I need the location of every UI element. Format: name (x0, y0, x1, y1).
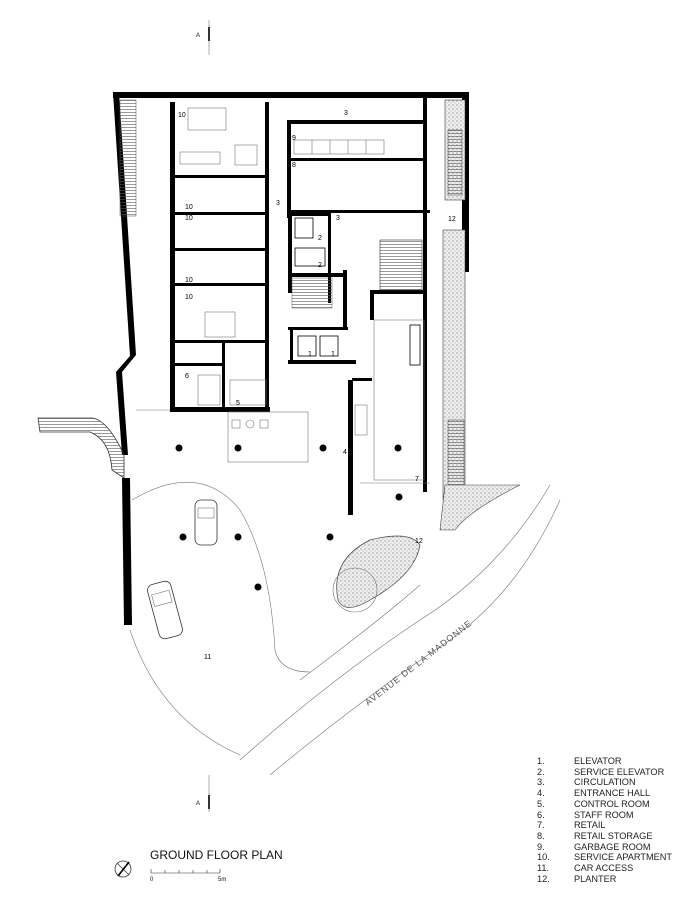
scale-bar: 0 5m (150, 869, 226, 883)
scale-start: 0 (150, 877, 154, 883)
legend-item: 5. CONTROL ROOM (537, 799, 672, 810)
legend-number: 7. (537, 820, 545, 831)
room-label: 12 (448, 216, 456, 223)
legend-label: SERVICE APARTMENT (574, 852, 673, 863)
legend-item: 4. ENTRANCE HALL (537, 788, 672, 799)
columns (175, 444, 403, 591)
legend-item: 1. ELEVATOR (537, 756, 672, 767)
scale-end: 5m (218, 877, 226, 883)
legend-label: STAFF ROOM (574, 809, 634, 820)
room-label: 2 (318, 262, 322, 269)
legend-number: 12. (537, 873, 550, 884)
planter-island (336, 535, 421, 608)
room-label: 7 (415, 476, 419, 483)
legend-number: 4. (537, 788, 545, 799)
legend-item: 7. RETAIL (537, 820, 672, 831)
legend-number: 10. (537, 852, 550, 863)
room-label: 3 (344, 110, 348, 117)
room-label: 9 (292, 135, 296, 142)
room-label: 5 (236, 400, 240, 407)
planter-corner (439, 484, 521, 531)
legend-item: 11. CAR ACCESS (537, 863, 672, 874)
interior-walls (170, 92, 430, 515)
legend-number: 5. (537, 798, 545, 809)
legend-label: ELEVATOR (574, 756, 622, 766)
legend-label: RETAIL (574, 820, 606, 831)
exterior-stair (37, 417, 125, 479)
legend-label: ENTRANCE HALL (574, 788, 651, 799)
legend-label: SERVICE ELEVATOR (574, 766, 665, 777)
legend-number: 8. (537, 830, 545, 841)
legend: 1. ELEVATOR 2. SERVICE ELEVATOR 3. CIRCULATIO… (537, 756, 672, 884)
section-marker-top: A (196, 20, 210, 55)
legend-item: 2. SERVICE ELEVATOR (537, 767, 672, 778)
legend-number: 3. (537, 777, 545, 788)
legend-item: 8. RETAIL STORAGE (537, 831, 672, 842)
car-icon (147, 580, 183, 640)
section-marker-bottom: A (196, 775, 210, 812)
room-label: 10 (185, 204, 193, 211)
room-label: 11 (204, 654, 211, 661)
room-label: 10 (185, 277, 193, 284)
svg-text:A: A (196, 801, 200, 807)
room-labels: 10 3 9 8 3 3 12 2 2 10 10 10 10 1 1 6 5 … (178, 110, 456, 661)
car-icon (194, 499, 218, 546)
room-label: 8 (292, 162, 296, 169)
legend-label: RETAIL STORAGE (574, 830, 653, 841)
legend-number: 6. (537, 809, 545, 820)
legend-item: 9. GARBAGE ROOM (537, 842, 672, 853)
room-label: 12 (415, 538, 423, 545)
room-label: 1 (331, 351, 335, 358)
svg-text:A: A (196, 33, 200, 39)
room-label: 1 (308, 351, 312, 358)
legend-number: 2. (537, 766, 545, 777)
legend-label: PLANTER (574, 873, 617, 884)
room-label: 4 (343, 449, 347, 456)
room-label: 10 (185, 215, 193, 222)
legend-number: 11. (537, 863, 550, 874)
legend-item: 3. CIRCULATION (537, 777, 672, 788)
legend-label: GARBAGE ROOM (574, 841, 651, 852)
room-label: 3 (276, 200, 280, 207)
room-label: 3 (336, 215, 340, 222)
interior-details (136, 107, 430, 484)
legend-item: 12. PLANTER (537, 874, 672, 885)
legend-item: 10. SERVICE APARTMENT (537, 852, 672, 863)
legend-label: CAR ACCESS (574, 863, 634, 874)
ramp-left (119, 99, 137, 217)
legend-number: 1. (537, 756, 545, 766)
legend-number: 9. (537, 841, 545, 852)
legend-label: CONTROL ROOM (574, 798, 650, 809)
room-label: 10 (178, 112, 186, 119)
street-name: AVENUE DE LA MADONNE (363, 618, 474, 708)
north-arrow-icon (114, 860, 132, 878)
plan-title: GROUND FLOOR PLAN (150, 848, 283, 862)
room-label: 2 (318, 235, 322, 242)
room-label: 6 (185, 373, 189, 380)
room-label: 10 (185, 294, 193, 301)
legend-label: CIRCULATION (574, 777, 636, 788)
driveway (129, 481, 561, 776)
legend-item: 6. STAFF ROOM (537, 810, 672, 821)
exterior-walls (113, 92, 469, 625)
